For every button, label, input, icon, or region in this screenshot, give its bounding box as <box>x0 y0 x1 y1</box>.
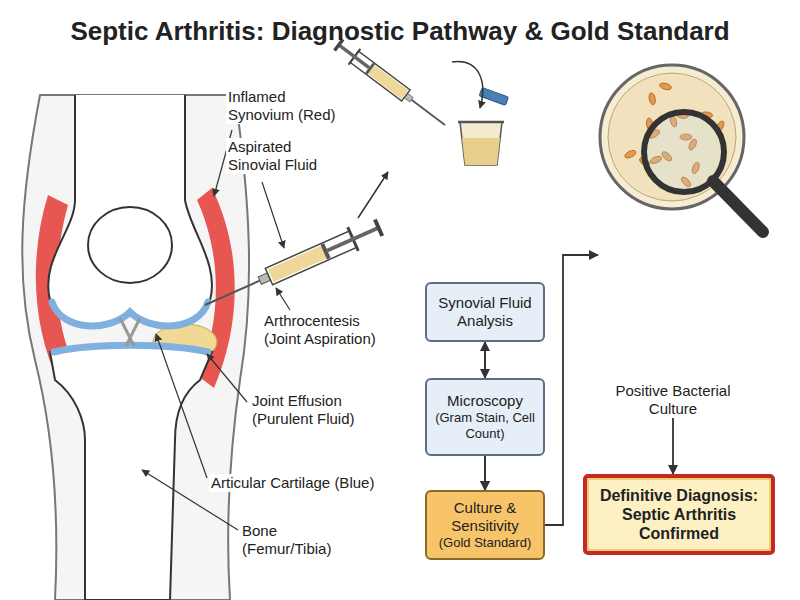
flow-arrow <box>672 418 674 474</box>
petri-dish-outline <box>598 62 748 212</box>
part-label: Bone (Femur/Tibia) <box>240 522 354 558</box>
gold-standard-box: Culture & Sensitivity(Gold Standard) <box>425 490 545 560</box>
node-subtitle: (Gram Stain, Cell Count) <box>433 410 537 442</box>
node-text: Positive Bacterial Culture <box>608 382 738 418</box>
diagnosis-box: Definitive Diagnosis: Septic Arthritis C… <box>583 474 775 555</box>
part-label: Arthrocentesis (Joint Aspiration) <box>262 312 396 348</box>
node-subtitle: (Gold Standard) <box>439 535 532 551</box>
process-box: Microscopy(Gram Stain, Cell Count) <box>425 378 545 456</box>
part-label: Inflamed Synovium (Red) <box>226 88 342 124</box>
node-text: Definitive Diagnosis: Septic Arthritis C… <box>597 486 761 543</box>
node-text: Microscopy <box>447 392 523 410</box>
part-label: Joint Effusion (Purulent Fluid) <box>250 392 394 428</box>
node-text: Synovial Fluid Analysis <box>433 294 537 330</box>
node-text: Culture & Sensitivity <box>433 499 537 535</box>
part-label: Articular Cartilage (Blue) <box>209 474 383 492</box>
diagram-title: Septic Arthritis: Diagnostic Pathway & G… <box>0 16 800 47</box>
part-label: Aspirated Sinovial Fluid <box>226 138 342 174</box>
petri-dish: Positive Bacterial Culture <box>598 62 748 418</box>
process-box: Synovial Fluid Analysis <box>425 282 545 342</box>
